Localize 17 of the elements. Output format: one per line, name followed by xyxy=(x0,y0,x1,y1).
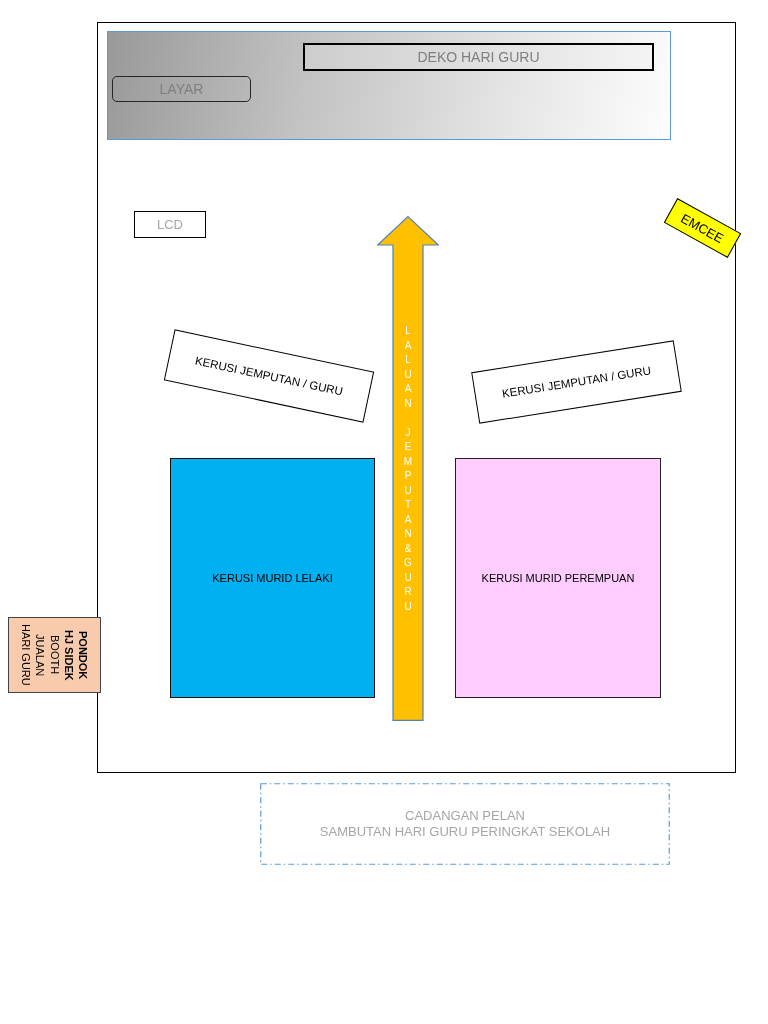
screen-box xyxy=(112,76,251,102)
banner-box xyxy=(303,43,654,71)
seating-label: KERUSI JEMPUTAN / GURU xyxy=(501,363,652,400)
stage-area xyxy=(107,31,671,140)
lcd-box xyxy=(134,211,206,238)
seating-block xyxy=(170,458,375,698)
seating-block xyxy=(455,458,661,698)
booth-box xyxy=(8,617,101,693)
banner-label: DEKO HARI GURU xyxy=(417,49,540,65)
seating-label: KERUSI MURID PEREMPUAN xyxy=(481,572,635,584)
plan-subtitle: SAMBUTAN HARI GURU PERINGKAT SEKOLAH xyxy=(319,824,611,840)
seating-label: KERUSI MURID LELAKI xyxy=(212,572,333,584)
route-label: LALUAN JEMPUTAN&GURU xyxy=(403,324,413,614)
lcd-label: LCD xyxy=(157,217,183,232)
booth-label: BOOTH JUALAN HARI GURU xyxy=(19,623,62,687)
booth-title: PONDOK HJ SIDEK xyxy=(61,628,91,683)
plan-title: CADANGAN PELAN xyxy=(405,808,525,824)
